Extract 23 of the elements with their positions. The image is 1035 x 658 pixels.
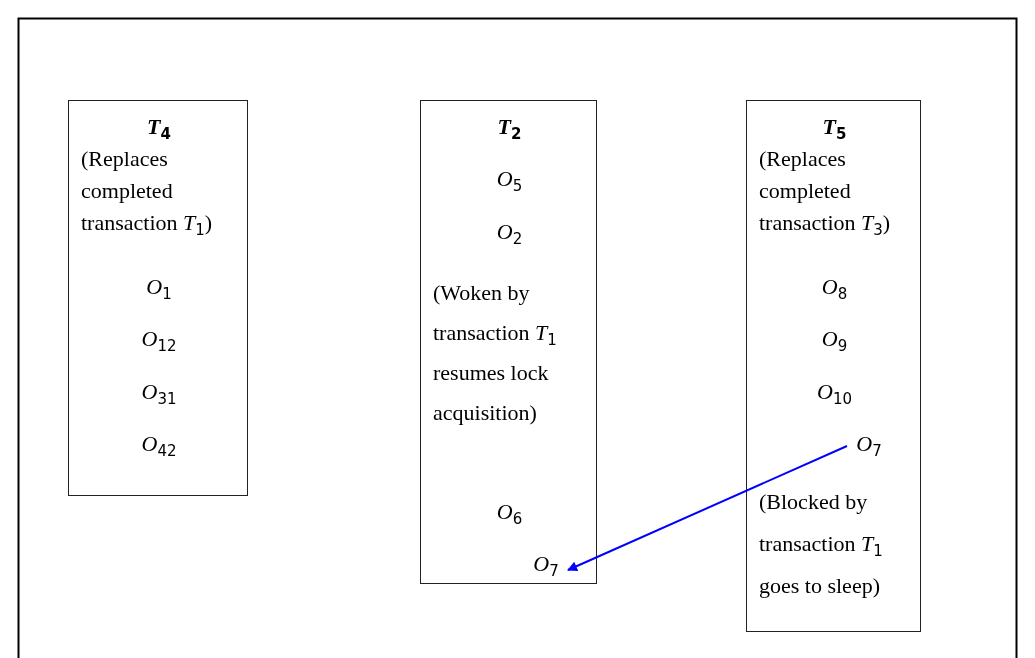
object-label: O$_{7}$	[524, 548, 568, 584]
note-text: (Replaces completed transaction T$_{1}$)	[81, 145, 214, 239]
transaction-box	[746, 100, 921, 632]
transaction-title: T$_{5}$	[821, 113, 848, 143]
transaction-box	[420, 100, 597, 584]
object-label: O$_{5}$	[495, 165, 524, 195]
object-label: O$_{1}$	[145, 273, 173, 303]
note-text: (Woken by transaction T$_{1}$ resumes lock acquisition)	[433, 279, 558, 427]
object-label: O$_{10}$	[816, 378, 853, 408]
object-label: O$_{2}$	[495, 218, 524, 248]
object-label: O$_{12}$	[140, 325, 178, 355]
transaction-title: T$_{4}$	[146, 113, 172, 143]
note-text: (Replaces completed transaction T$_{3}$)	[759, 145, 892, 239]
object-label: O$_{31}$	[140, 378, 178, 408]
object-label: O$_{7}$	[847, 428, 891, 464]
object-label: O$_{8}$	[820, 273, 849, 303]
transaction-box	[68, 100, 248, 496]
note-text: (Blocked by transaction T$_{1}$ goes to sleep)	[759, 488, 884, 600]
transaction-title: T$_{2}$	[496, 113, 523, 143]
arrow	[567, 445, 848, 571]
object-label: O$_{9}$	[820, 325, 849, 355]
object-label: O$_{6}$	[495, 498, 524, 528]
object-label: O$_{42}$	[140, 430, 178, 460]
